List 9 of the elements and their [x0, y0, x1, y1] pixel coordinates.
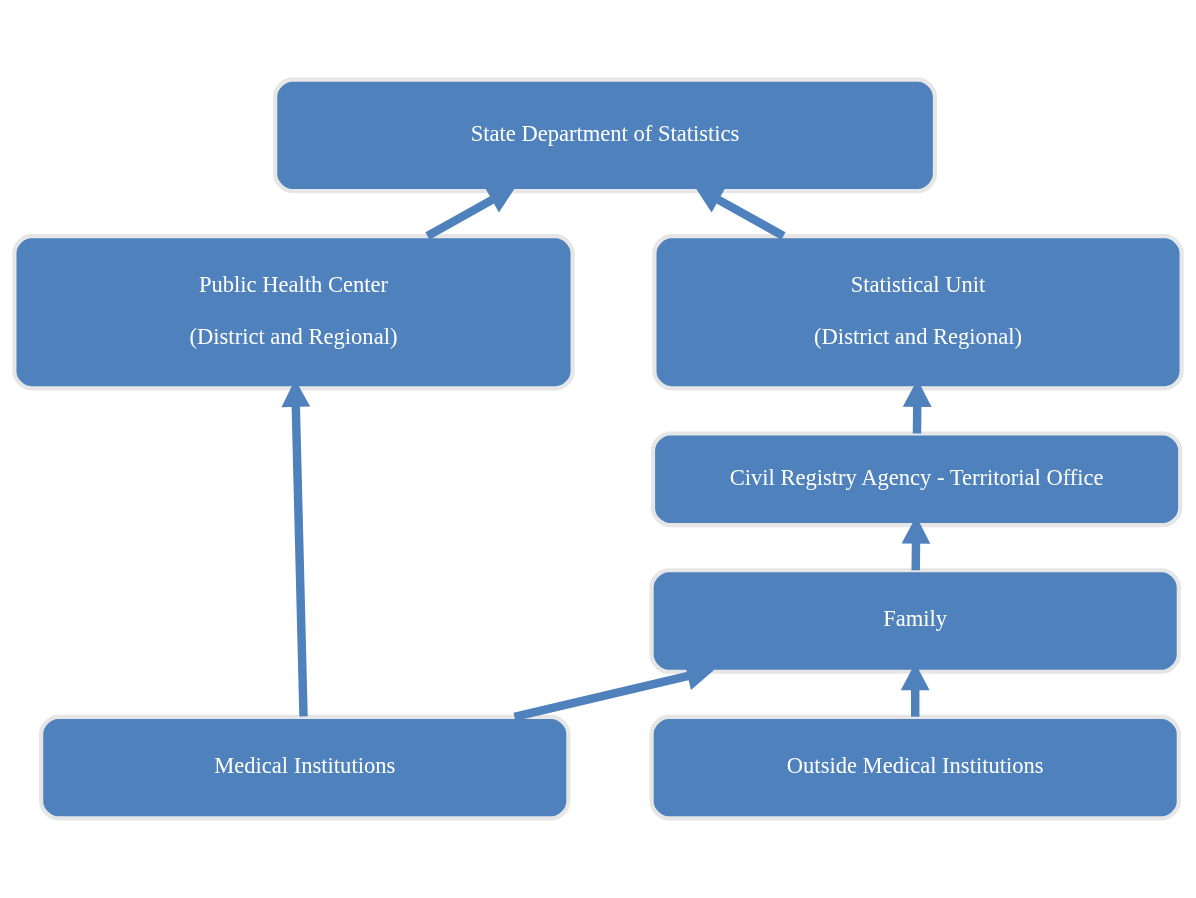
node-box: Outside Medical Institutions	[649, 714, 1181, 821]
node-box: Family	[649, 568, 1181, 674]
node-box: Statistical Unit (District and Regional)	[652, 234, 1184, 391]
arrow	[694, 186, 786, 240]
node-box: Civil Registry Agency - Territorial Office	[650, 431, 1183, 528]
node-box: State Department of Statistics	[273, 77, 938, 194]
node-box: Medical Institutions	[39, 714, 571, 821]
arrow	[425, 186, 516, 240]
node-box: Public Health Center (District and Regional)	[12, 234, 575, 391]
